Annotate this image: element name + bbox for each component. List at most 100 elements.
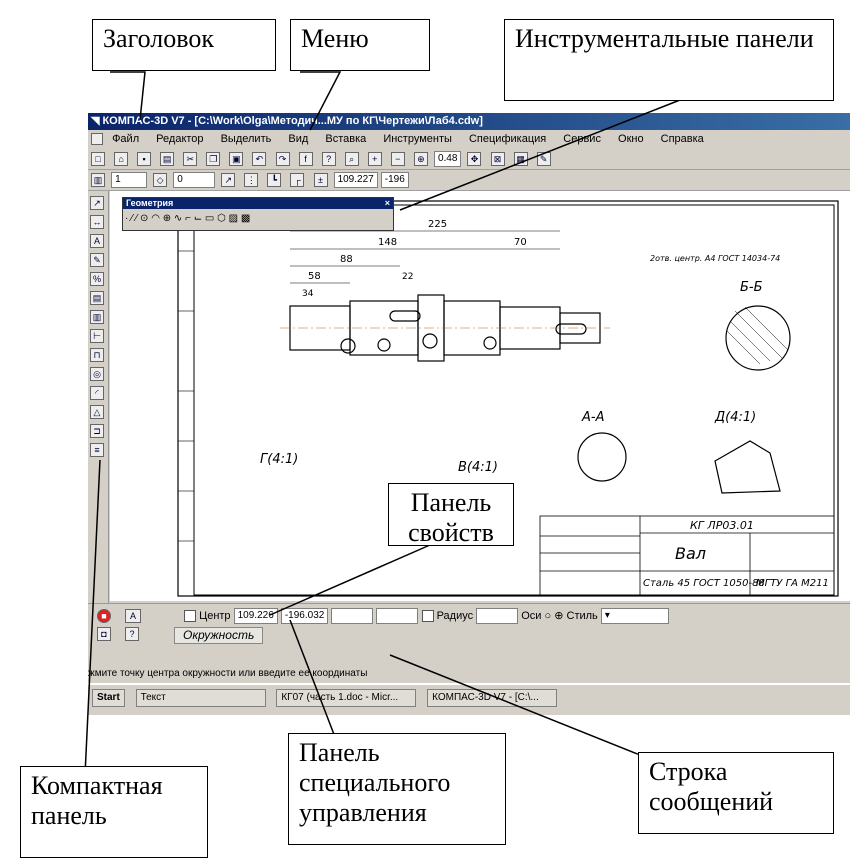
ellipse-icon[interactable]: ⊕ [162, 213, 172, 224]
section-aa: А-А [581, 410, 604, 425]
taskbar-item-word[interactable]: КГ07 (часть 1.doc - Micr... [276, 689, 417, 707]
show-all-icon[interactable]: ⊠ [490, 152, 505, 167]
menu-select[interactable]: Выделить [220, 133, 272, 145]
library-icon[interactable]: ▦ [513, 152, 528, 167]
select-tool-icon[interactable]: ▥ [90, 310, 104, 324]
zoom-window-icon[interactable]: ⌕ [344, 152, 359, 167]
grid-icon[interactable]: ⋮ [244, 173, 259, 188]
style-dropdown[interactable]: ▾ [600, 608, 669, 625]
menu-tools[interactable]: Инструменты [383, 133, 452, 145]
zoom-in-icon[interactable]: + [367, 152, 382, 167]
taskbar-item-kompas[interactable]: КОМПАС-3D V7 - [C:\... [427, 689, 558, 707]
coords-icon: ± [313, 173, 328, 188]
axes-on-icon[interactable]: ⊕ [554, 610, 564, 622]
pan-icon[interactable]: ✥ [467, 152, 482, 167]
geometry-panel[interactable]: Геометрия× · ⁄ ⁄ ⊙ ◠ ⊕ ∿ ⌐ ⌙ ▭ ⬡ ▨ ▩ [122, 197, 394, 231]
dim-88: 88 [340, 254, 353, 265]
spline-icon[interactable]: ∿ [173, 213, 183, 224]
copy-icon[interactable]: ❐ [206, 152, 221, 167]
circle-tool-icon[interactable]: ◎ [90, 367, 104, 381]
menu-spec[interactable]: Спецификация [468, 133, 547, 145]
new-icon[interactable]: □ [91, 152, 105, 167]
open-icon[interactable]: ⌂ [114, 152, 129, 167]
special-control-panel: ■ ◘ [88, 604, 118, 644]
title-bar: ◥КОМПАС-3D V7 - [C:\Work\Olga\Методич...… [88, 113, 850, 130]
radius-field[interactable] [476, 608, 519, 625]
start-button[interactable]: Start [92, 689, 125, 707]
axes-label: Оси [521, 610, 542, 622]
variables-icon[interactable]: f [298, 152, 313, 167]
style-field[interactable]: 0 [173, 172, 216, 189]
center-y-field[interactable]: -196.032 [280, 608, 329, 625]
camera-icon[interactable]: ◘ [97, 627, 111, 641]
menu-window[interactable]: Окно [618, 133, 644, 145]
radius-checkbox[interactable] [421, 610, 434, 623]
line-icon[interactable]: ⁄ [135, 213, 138, 224]
dim-70: 70 [514, 237, 527, 248]
callout-special: Панель специального управления [288, 733, 506, 845]
parameterization-tool-icon[interactable]: % [90, 272, 104, 286]
chamfer-icon[interactable]: ⌐ [185, 213, 191, 224]
undo-icon[interactable]: ↶ [252, 152, 267, 167]
cut-icon[interactable]: ✂ [183, 152, 198, 167]
windows-taskbar: Start Текст КГ07 (часть 1.doc - Micr... … [88, 683, 850, 715]
local-cs-icon[interactable]: ┗ [267, 173, 282, 188]
section-g: Г(4:1) [260, 452, 298, 467]
edit-tool-icon[interactable]: ✎ [90, 253, 104, 267]
arc-icon[interactable]: ◠ [151, 213, 160, 224]
close-icon[interactable]: × [384, 198, 390, 208]
zoom-out-icon[interactable]: − [390, 152, 405, 167]
polygon-icon[interactable]: ⬡ [217, 213, 226, 224]
hatch-tool-icon[interactable]: ≡ [90, 443, 104, 457]
point-field[interactable] [331, 608, 374, 625]
triangle-tool-icon[interactable]: △ [90, 405, 104, 419]
menu-view[interactable]: Вид [288, 133, 309, 145]
redo-icon[interactable]: ↷ [275, 152, 290, 167]
section-bb: Б-Б [740, 280, 763, 295]
menu-edit[interactable]: Редактор [156, 133, 204, 145]
menu-file[interactable]: Файл [112, 133, 140, 145]
segment-icon[interactable]: ⁄ [131, 213, 133, 224]
dimensions-tool-icon[interactable]: ↔ [90, 215, 104, 229]
layer-icon[interactable]: ◇ [153, 173, 168, 188]
cursor-x-field[interactable]: 109.227 [333, 172, 378, 189]
print-icon[interactable]: ▤ [160, 152, 175, 167]
axes-off-icon[interactable]: ○ [544, 610, 552, 622]
center-x-field[interactable]: 109.226 [233, 608, 278, 625]
menu-help[interactable]: Справка [660, 133, 704, 145]
status-bar: жмите точку центра окружности или введит… [88, 666, 850, 682]
circle-icon[interactable]: ⊙ [140, 213, 149, 224]
snap-icon[interactable]: ↗ [221, 173, 236, 188]
frame-tool-icon[interactable]: ⊐ [90, 424, 104, 438]
fillet-icon[interactable]: ⌙ [193, 213, 203, 224]
menu-insert[interactable]: Вставка [325, 133, 367, 145]
layer-field[interactable]: 1 [111, 172, 148, 189]
taskbar-item-text[interactable]: Текст [135, 689, 266, 707]
point-icon[interactable]: · [125, 213, 129, 224]
tab-circle[interactable]: Окружность [174, 627, 264, 644]
ortho-icon[interactable]: ┌ [290, 173, 305, 188]
spec-tool-icon[interactable]: ⊢ [90, 329, 104, 343]
paste-icon[interactable]: ▣ [229, 152, 244, 167]
save-icon[interactable]: ▪ [137, 152, 152, 167]
hatch-icon[interactable]: ▨ [228, 213, 239, 224]
arc-tool-icon[interactable]: ◜ [90, 386, 104, 400]
rectangle-icon[interactable]: ▭ [204, 213, 215, 224]
state-icon[interactable]: ▥ [91, 173, 105, 188]
zoom-scale-icon[interactable]: ⊕ [413, 152, 428, 167]
measure-tool-icon[interactable]: ▤ [90, 291, 104, 305]
point2-field[interactable] [376, 608, 419, 625]
help-icon[interactable]: ? [125, 627, 139, 641]
help-pointer-icon[interactable]: ? [321, 152, 336, 167]
auto-create-icon[interactable]: A [125, 609, 141, 623]
center-checkbox[interactable] [184, 610, 196, 623]
geometry-tool-icon[interactable]: ↗ [90, 196, 104, 210]
stop-icon[interactable]: ■ [97, 609, 111, 623]
reports-tool-icon[interactable]: ⊓ [90, 348, 104, 362]
radius-label: Радиус [436, 610, 474, 622]
app-icon: ◥ [91, 115, 100, 127]
zoom-field[interactable]: 0.48 [433, 151, 462, 168]
cursor-y-field[interactable]: -196 [380, 172, 409, 189]
contour-icon[interactable]: ▩ [240, 213, 251, 224]
designations-tool-icon[interactable]: A [90, 234, 104, 248]
